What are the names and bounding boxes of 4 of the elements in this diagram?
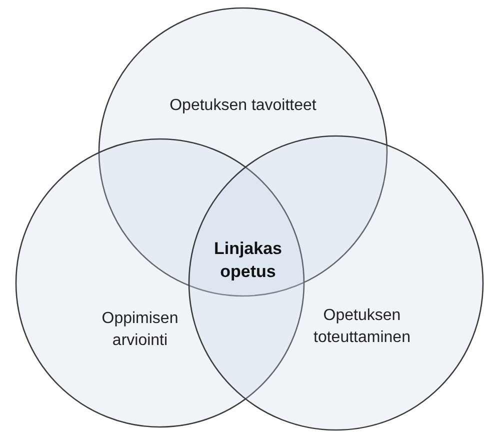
center-label: Linjakas opetus <box>212 238 284 283</box>
circle-label: Opetuksen tavoitteet <box>168 96 318 116</box>
circle-label: Oppimisen arviointi <box>100 309 180 352</box>
circle-label: Opetuksen toteuttaminen <box>312 306 412 348</box>
